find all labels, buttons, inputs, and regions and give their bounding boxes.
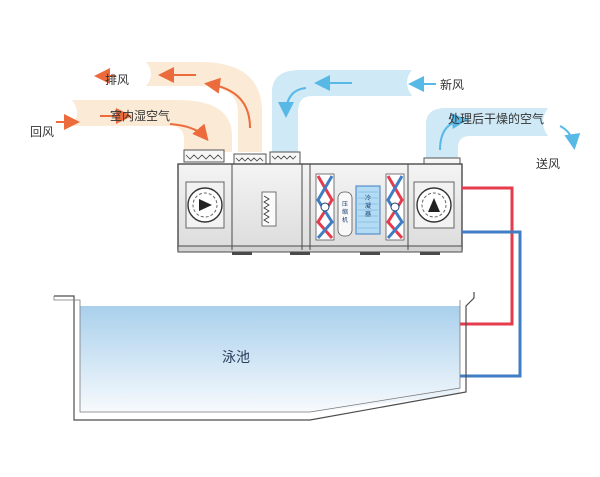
- exhaust-air-duct: [146, 62, 262, 152]
- supply-rise-arrow: [439, 113, 468, 151]
- dehumidifier-unit: 压 缩 机 冷 凝 器: [177, 163, 463, 255]
- condenser-char-1: 冷: [365, 194, 371, 202]
- filter-icon: [261, 191, 277, 227]
- fan-icon: [413, 181, 455, 229]
- return-air-duct: [72, 100, 232, 152]
- heat-exchanger-icon: [385, 173, 405, 241]
- label-supply-air: 送风: [536, 157, 561, 171]
- heat-exchanger-icon: [315, 173, 335, 241]
- swimming-pool: [53, 292, 475, 421]
- compressor-char-2: 缩: [342, 208, 348, 216]
- compressor-char-1: 压: [342, 201, 348, 208]
- label-indoor-humid-air: 室内湿空气: [110, 109, 171, 123]
- compressor: 压 缩 机: [337, 191, 353, 237]
- fan-icon: [185, 181, 225, 229]
- compressor-char-3: 机: [342, 216, 348, 224]
- condenser: 冷 凝 器: [355, 185, 381, 235]
- filter-icon: [183, 149, 225, 163]
- pool-water: [80, 306, 460, 412]
- hot-water-pipe: [458, 186, 514, 326]
- fresh-down-arrow: [278, 87, 307, 118]
- fresh-air-duct: [272, 70, 412, 152]
- pool-wall: [54, 292, 475, 421]
- warm-air-ducts: [72, 62, 262, 152]
- label-treated-dry-air: 处理后干燥的空气: [448, 112, 545, 126]
- label-return-air: 回风: [30, 125, 55, 139]
- label-exhaust-air: 排风: [105, 73, 130, 87]
- humid-air-arrow-2: [169, 123, 209, 142]
- airflow-arrows: [56, 67, 581, 151]
- label-pool: 泳池: [222, 350, 250, 366]
- exhaust-rise-arrow: [204, 77, 251, 129]
- cold-water-pipe: [458, 230, 522, 378]
- condenser-char-3: 器: [365, 211, 371, 218]
- supply-out-arrow: [559, 125, 581, 150]
- water-pipes: [458, 186, 522, 378]
- label-fresh-air: 新风: [440, 78, 465, 92]
- condenser-char-2: 凝: [365, 202, 371, 210]
